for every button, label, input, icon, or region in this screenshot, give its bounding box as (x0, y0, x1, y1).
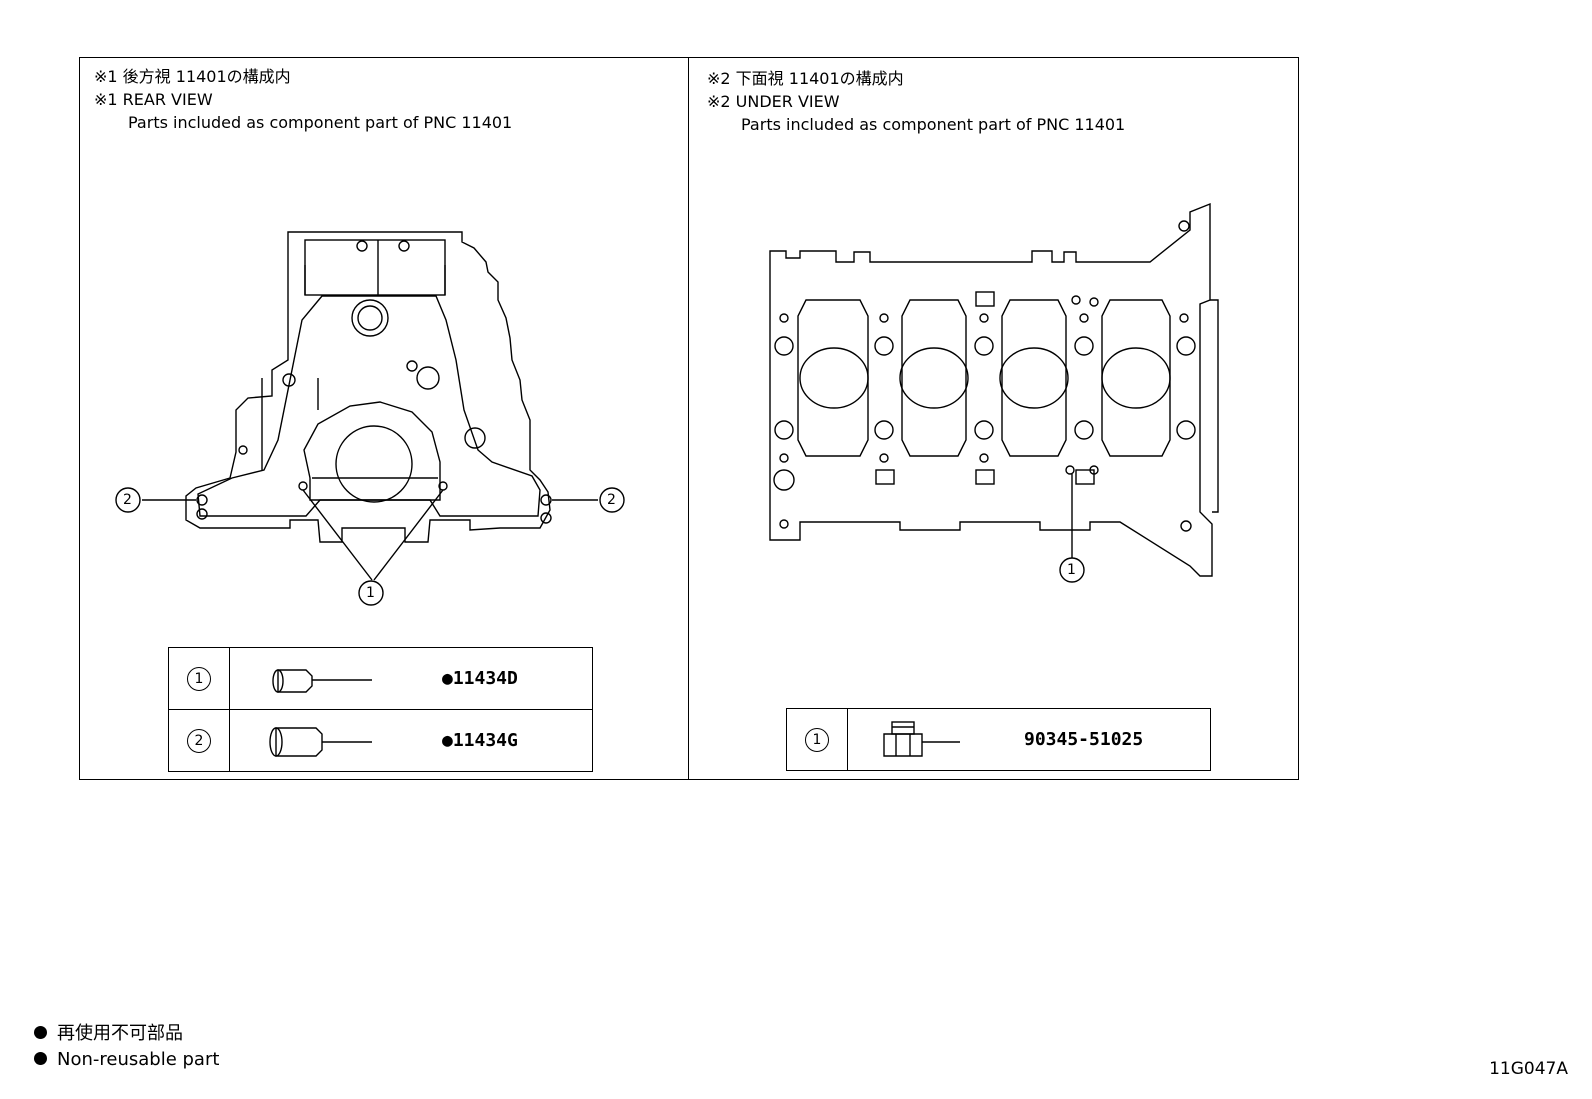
table-row: 2 ●11434G (168, 709, 593, 772)
under-callout-1-label: 1 (1067, 562, 1076, 578)
rear-view-engine-block (115, 231, 625, 606)
row-callout: 1 (805, 727, 829, 752)
legend-jp: 再使用不可部品 (34, 1021, 183, 1047)
rear-callout-1-label: 1 (366, 585, 375, 601)
under-view-engine-block (769, 202, 1219, 583)
legend-jp-text: 再使用不可部品 (57, 1023, 183, 1044)
part-number[interactable]: ●11434D (442, 668, 518, 689)
left-panel-note: ※1 後方視 11401の構成内 ※1 REAR VIEW Parts incl… (94, 65, 512, 134)
left-note-en: ※1 REAR VIEW (94, 90, 213, 109)
rear-callout-1 (358, 580, 384, 606)
under-parts-table: 1 90345-51025 (786, 708, 1211, 771)
under-callout-1 (1059, 557, 1085, 583)
right-note-jp: ※2 下面視 11401の構成内 (707, 69, 904, 88)
rear-callout-2b (599, 487, 625, 513)
rear-callout-2a (115, 487, 141, 513)
legend-en: Non-reusable part (34, 1047, 219, 1073)
bullet-icon (34, 1051, 47, 1065)
table-row: 1 90345-51025 (786, 708, 1211, 771)
figure-id: 11G047A (1489, 1059, 1568, 1079)
rear-callout-2a-label: 2 (123, 492, 132, 508)
row-callout: 2 (187, 728, 211, 753)
right-panel-note: ※2 下面視 11401の構成内 ※2 UNDER VIEW Parts inc… (707, 67, 1125, 136)
rear-parts-table: 1 ●11434D 2 ●11434G (168, 647, 593, 772)
right-note-sub: Parts included as component part of PNC … (741, 115, 1126, 134)
left-note-sub: Parts included as component part of PNC … (128, 113, 513, 132)
part-number[interactable]: ●11434G (442, 730, 518, 751)
bullet-icon (34, 1025, 47, 1039)
rear-callout-2b-label: 2 (607, 492, 616, 508)
left-note-jp: ※1 後方視 11401の構成内 (94, 67, 291, 86)
diagram-frame (79, 57, 1299, 780)
table-row: 1 ●11434D (168, 647, 593, 710)
right-note-en: ※2 UNDER VIEW (707, 92, 840, 111)
part-number[interactable]: 90345-51025 (1024, 729, 1144, 750)
legend-en-text: Non-reusable part (57, 1049, 220, 1070)
row-callout: 1 (187, 666, 211, 691)
panel-divider (688, 57, 689, 780)
